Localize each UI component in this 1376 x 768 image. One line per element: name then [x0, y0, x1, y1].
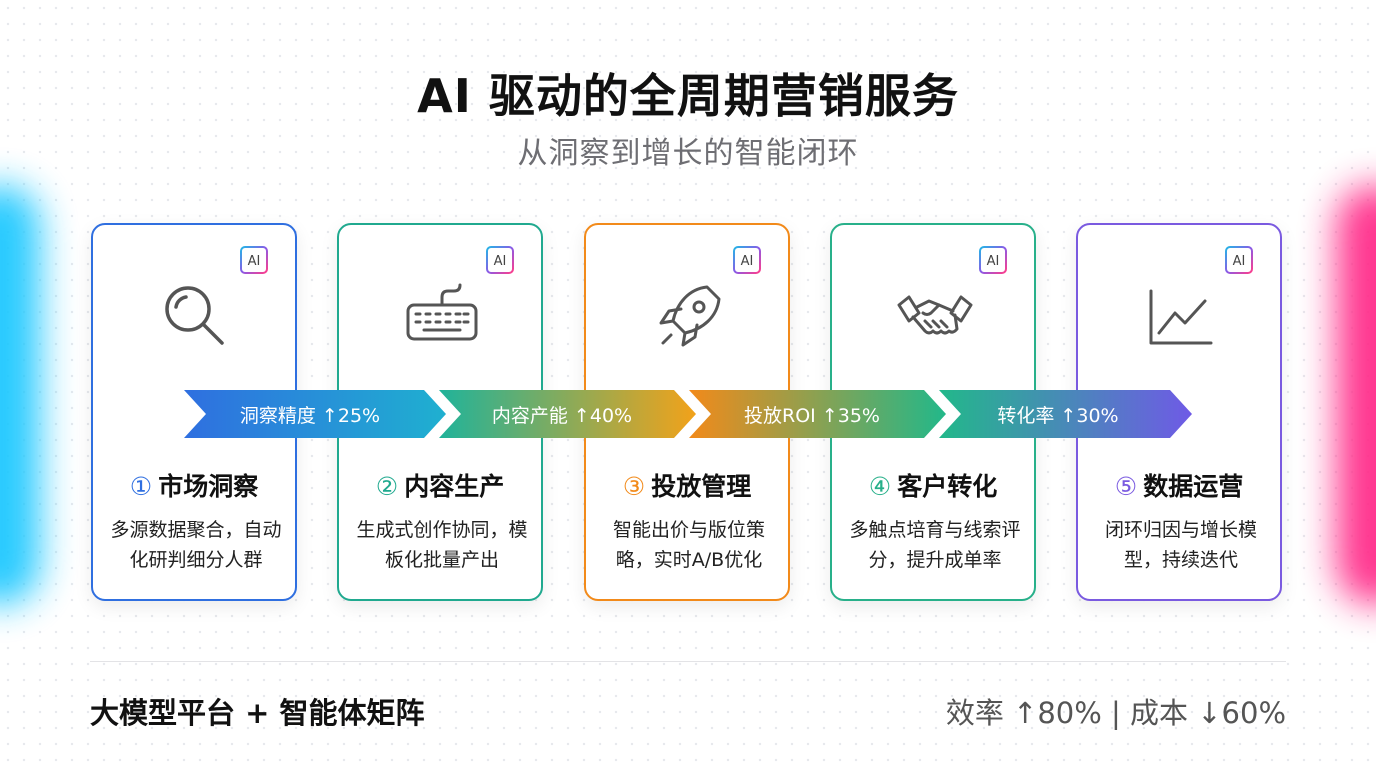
- card-description: 多源数据聚合，自动化研判细分人群: [110, 519, 282, 571]
- step-number: ①: [129, 472, 153, 501]
- step-label: 投放管理: [651, 472, 752, 501]
- ai-chip-label: AI: [741, 254, 754, 269]
- footer-kpi-summary: 效率 ↑80% | 成本 ↓60%: [945, 696, 1286, 730]
- ai-chip-icon: AI: [974, 241, 1012, 279]
- metric-label-1: 洞察精度 ↑25%: [239, 404, 381, 427]
- flow-arrow-4: [939, 390, 1192, 438]
- ai-chip-label: AI: [987, 254, 1000, 269]
- keyboard-icon: [406, 283, 478, 341]
- step-number: ③: [622, 472, 646, 501]
- flow-arrow-3: [689, 390, 946, 438]
- ai-chip-icon: AI: [235, 241, 273, 279]
- rocket-icon: [659, 285, 721, 347]
- step-number: ⑤: [1114, 472, 1138, 501]
- ai-chip-icon: AI: [1220, 241, 1258, 279]
- ai-chip-label: AI: [494, 254, 507, 269]
- ai-chip-icon: AI: [481, 241, 519, 279]
- magnifier-icon: [165, 286, 224, 345]
- card-description: 生成式创作协同，模板化批量产出: [356, 519, 528, 571]
- step-number: ②: [375, 472, 399, 501]
- handshake-icon: [897, 295, 973, 335]
- metric-label-2: 内容产能 ↑40%: [491, 404, 633, 427]
- ai-chip-label: AI: [1233, 254, 1246, 269]
- step-label: 客户转化: [897, 472, 998, 501]
- left-edge-glow: [0, 185, 40, 605]
- footer-platform-label: 大模型平台 + 智能体矩阵: [90, 696, 425, 730]
- card-description: 多触点培育与线索评分，提升成单率: [849, 519, 1021, 571]
- step-number: ④: [868, 472, 892, 501]
- page-title: AI 驱动的全周期营销服务: [417, 69, 959, 123]
- page-subtitle: 从洞察到增长的智能闭环: [517, 136, 859, 171]
- card-description: 智能出价与版位策略，实时A/B优化: [612, 519, 765, 571]
- flow-arrow-2: [439, 390, 696, 438]
- line-chart-icon: [1149, 289, 1213, 345]
- metric-label-3: 投放ROI ↑35%: [744, 404, 880, 427]
- ai-chip-label: AI: [248, 254, 261, 269]
- step-label: 内容生产: [404, 472, 505, 501]
- step-label: 市场洞察: [158, 472, 259, 501]
- card-description: 闭环归因与增长模型，持续迭代: [1104, 519, 1257, 571]
- flow-arrow-1: [184, 390, 446, 438]
- right-edge-glow: [1336, 185, 1376, 605]
- step-label: 数据运营: [1143, 472, 1244, 501]
- metric-label-4: 转化率 ↑30%: [997, 404, 1119, 427]
- footer-divider: [90, 661, 1286, 662]
- ai-chip-icon: AI: [728, 241, 766, 279]
